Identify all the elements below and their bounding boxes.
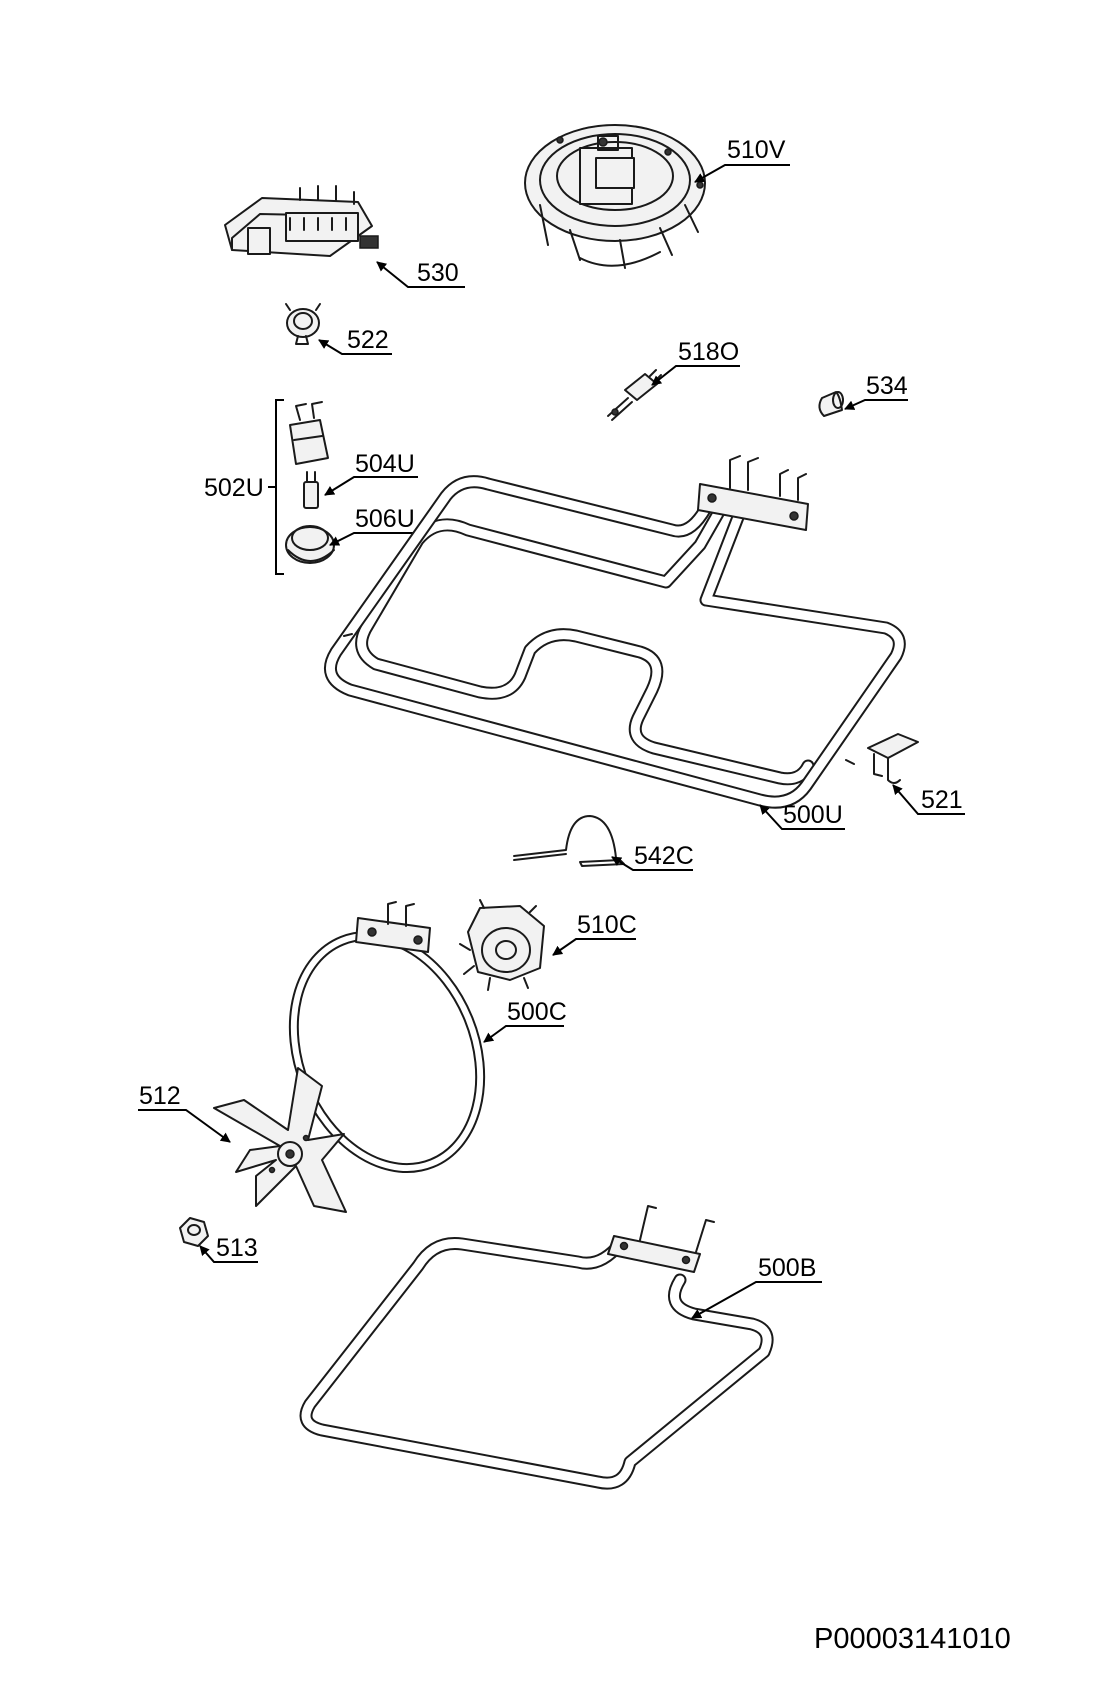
leader-510c: [552, 938, 636, 956]
part-512-fan-blade[interactable]: [213, 1067, 347, 1213]
part-510c-fan-motor[interactable]: [459, 899, 545, 991]
leader-542c: [611, 856, 693, 871]
part-522-clip[interactable]: [285, 303, 321, 345]
leader-504u: [324, 476, 418, 496]
part-521-bracket[interactable]: [867, 733, 919, 784]
label-518o: 518O: [678, 338, 739, 366]
part-513-nut[interactable]: [179, 1217, 209, 1247]
label-510v: 510V: [727, 136, 786, 164]
label-530: 530: [417, 259, 459, 287]
leader-506u: [329, 532, 418, 546]
label-500b: 500B: [758, 1254, 816, 1282]
leader-510v: [694, 164, 790, 183]
drawing-code: P00003141010: [814, 1623, 1011, 1655]
part-542c-spring[interactable]: [513, 815, 625, 867]
part-lamp-holder[interactable]: [289, 401, 329, 465]
leader-521: [892, 784, 965, 815]
label-506u: 506U: [355, 505, 415, 533]
part-506u-lamp-cover[interactable]: [285, 525, 335, 564]
part-500b-lower-heater[interactable]: [299, 1205, 774, 1490]
part-518o-sensor[interactable]: [607, 369, 662, 421]
label-502u: 502U: [204, 474, 264, 502]
label-512: 512: [139, 1082, 181, 1110]
part-510v-fan-motor[interactable]: [524, 124, 706, 269]
leader-522: [318, 339, 392, 355]
label-542c: 542C: [634, 842, 694, 870]
leader-513: [199, 1245, 258, 1263]
leader-512: [138, 1109, 231, 1143]
label-521: 521: [921, 786, 963, 814]
part-534-cap[interactable]: [818, 391, 844, 417]
label-522: 522: [347, 326, 389, 354]
leader-500b: [691, 1281, 822, 1319]
label-534: 534: [866, 372, 908, 400]
leader-530: [376, 261, 465, 288]
part-500u-upper-heater[interactable]: [323, 455, 906, 809]
label-504u: 504U: [355, 450, 415, 478]
label-510c: 510C: [577, 911, 637, 939]
leader-534: [844, 399, 908, 410]
part-530-terminal-block[interactable]: [224, 185, 379, 257]
part-504u-bulb[interactable]: [303, 471, 319, 509]
label-513: 513: [216, 1234, 258, 1262]
leader-518o: [651, 365, 740, 386]
leader-500u: [759, 804, 845, 830]
bracket-502u: [268, 399, 284, 575]
label-500c: 500C: [507, 998, 567, 1026]
leader-500c: [483, 1025, 564, 1043]
label-500u: 500U: [783, 801, 843, 829]
